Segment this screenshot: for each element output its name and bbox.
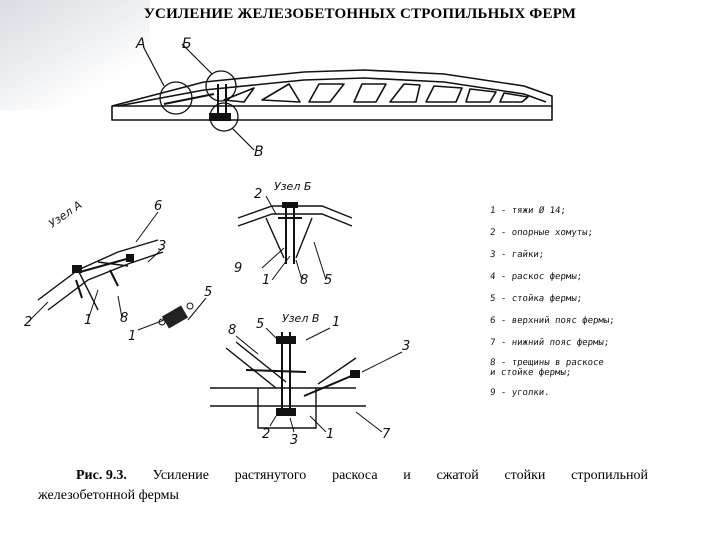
caption-word: раскоса [332, 468, 378, 483]
caption-word: стойки [504, 468, 546, 483]
node-v-label-8: 8 [228, 323, 236, 338]
legend: 1 - тяжи Ø 14; 2 - опорные хомуты; 3 - г… [484, 192, 616, 410]
legend-item: 9 - уголки. [489, 388, 551, 398]
legend-item: 6 - верхний пояс фермы; [489, 316, 616, 326]
caption-word: растянутого [234, 468, 307, 483]
node-b-label-2: 2 [254, 187, 262, 202]
node-v-drawing: Узел В 8 5 1 3 2 3 1 7 [210, 312, 410, 448]
node-v-label-5: 5 [256, 317, 264, 332]
legend-item: и стойке фермы; [489, 368, 572, 378]
node-b-drawing: Узел Б 2 9 1 8 5 [234, 180, 353, 288]
legend-item: 5 - стойка фермы; [489, 294, 583, 304]
node-a-label-6: 6 [154, 199, 162, 214]
node-b-label-8: 8 [300, 273, 308, 288]
caption-word: Усиление [152, 468, 209, 483]
node-v-label-1: 1 [332, 315, 340, 330]
caption-word: сжатой [436, 468, 479, 483]
label-node-a: А [135, 36, 146, 52]
caption-line-2: железобетонной фермы [38, 488, 179, 503]
background-corner-shade [0, 0, 150, 110]
node-a-label-3: 3 [158, 239, 166, 254]
node-b-label-1: 1 [262, 273, 270, 288]
label-node-b: Б [182, 36, 192, 52]
legend-item: 7 - нижний пояс фермы; [489, 338, 610, 348]
caption-word: и [403, 468, 411, 483]
truss-elevation-drawing: А Б В [111, 36, 553, 160]
legend-item: 4 - раскос фермы; [489, 272, 583, 282]
node-a-label-8: 8 [120, 311, 128, 326]
caption-label: Рис. 9.3. [76, 468, 127, 483]
legend-item: 2 - опорные хомуты; [489, 228, 594, 238]
node-v-title: Узел В [282, 312, 319, 325]
node-a-label-5: 5 [204, 285, 212, 300]
legend-item: 3 - гайки; [489, 250, 545, 260]
page-title: УСИЛЕНИЕ ЖЕЛЕЗОБЕТОННЫХ СТРОПИЛЬНЫХ ФЕРМ [143, 6, 577, 22]
legend-item: 8 - трещины в раскосе [489, 358, 605, 368]
node-a-label-1: 1 [84, 313, 92, 328]
node-a-label-1b: 1 [128, 329, 136, 344]
legend-item: 1 - тяжи Ø 14; [489, 206, 567, 216]
node-v-label-2: 2 [262, 427, 270, 442]
node-v-label-1b: 1 [326, 427, 334, 442]
node-v-label-3b: 3 [290, 433, 298, 448]
node-b-title: Узел Б [274, 180, 311, 193]
node-a-title: Узел А [46, 198, 84, 230]
node-a-label-2: 2 [24, 315, 32, 330]
node-v-label-7: 7 [382, 427, 391, 442]
node-b-label-5: 5 [324, 273, 332, 288]
node-b-label-9: 9 [234, 261, 242, 276]
caption-word: стропильной [571, 468, 648, 483]
label-node-v: В [254, 144, 264, 160]
node-a-drawing: Узел А 6 3 2 1 8 5 1 [24, 198, 212, 344]
figure-caption: Рис. 9.3. Усиление растянутого раскоса и… [38, 466, 648, 506]
node-v-label-3: 3 [402, 339, 410, 354]
